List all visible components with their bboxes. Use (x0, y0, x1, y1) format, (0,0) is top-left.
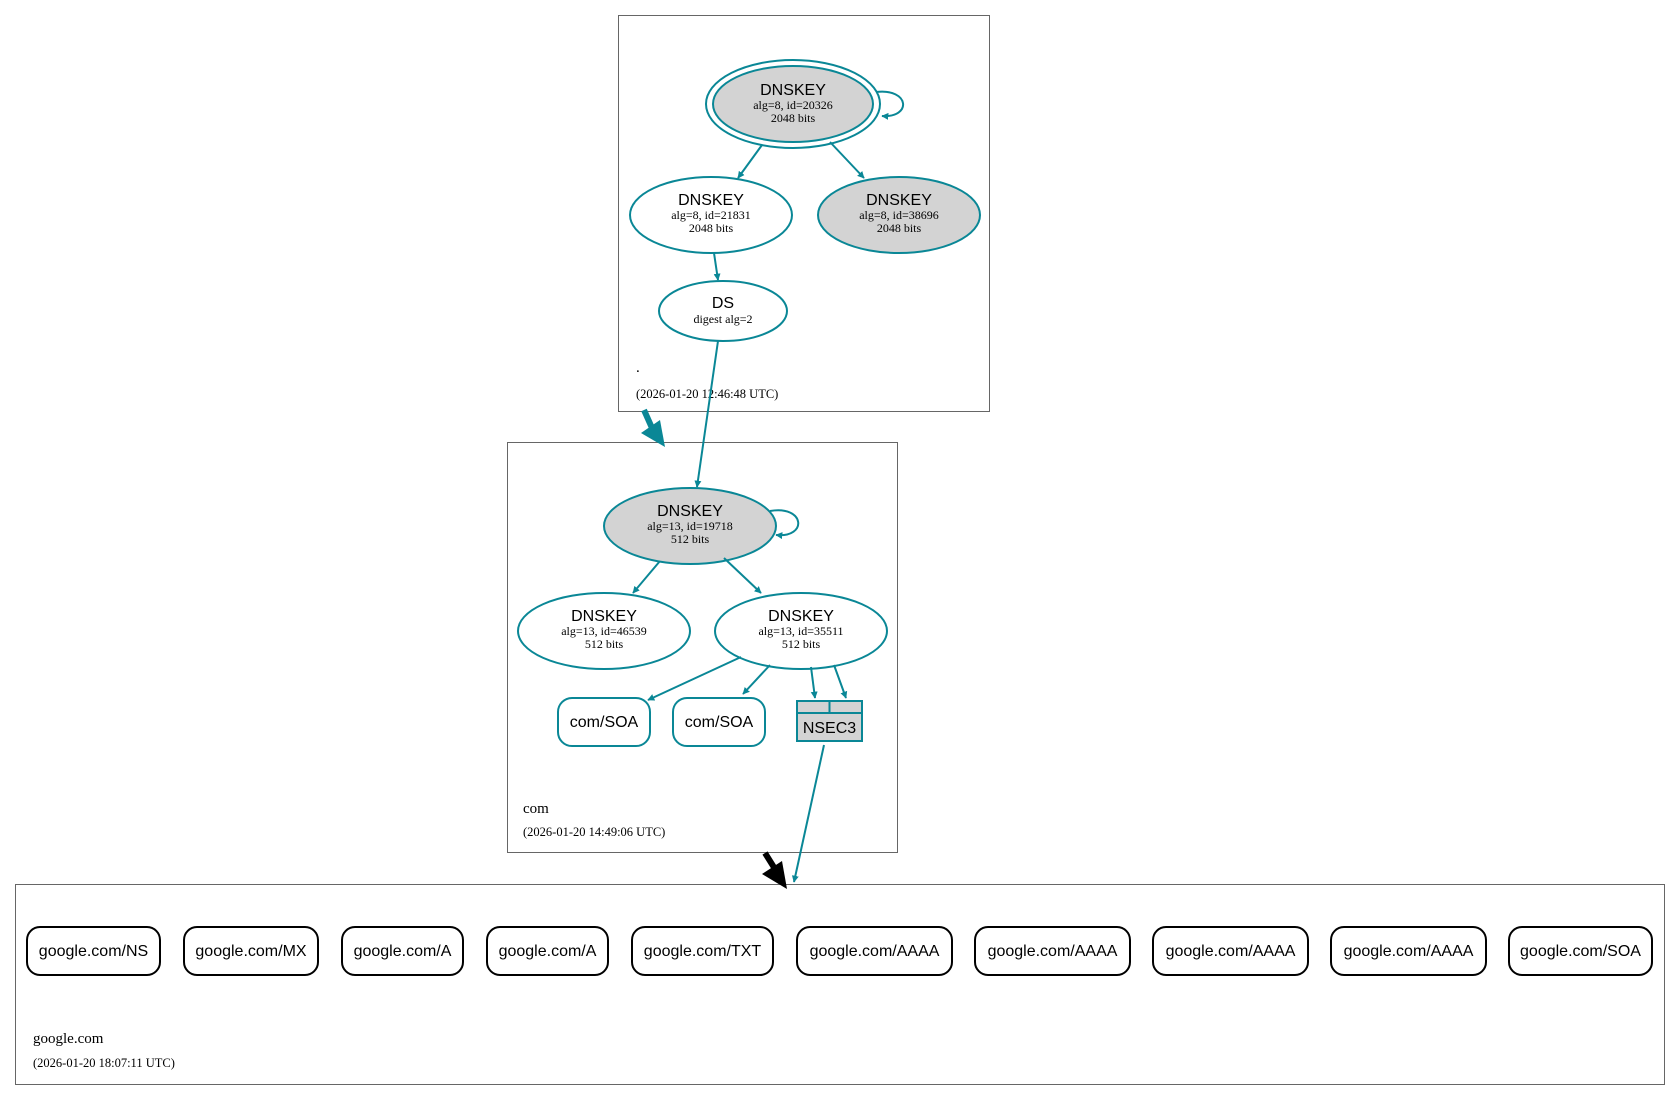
google-rrset-ns[interactable]: google.com/NS (26, 926, 161, 976)
com-soa1-node[interactable]: com/SOA (557, 697, 651, 747)
root-zsk1-line1: alg=8, id=21831 (671, 208, 751, 222)
google-rrset-soa[interactable]: google.com/SOA (1508, 926, 1653, 976)
root-to-com-delegation-arrow (641, 408, 665, 447)
com-zsk2-to-soa1-edge (647, 656, 742, 701)
root-zone-name: . (636, 360, 640, 376)
com-zsk2-to-nsec3-edge-1 (810, 666, 818, 699)
google-rrset-mx[interactable]: google.com/MX (183, 926, 319, 976)
root-zsk1-node[interactable]: DNSKEY alg=8, id=21831 2048 bits (629, 176, 793, 254)
google-rrset-mx-label: google.com/MX (195, 943, 306, 960)
root-zsk1-to-ds-edge (713, 252, 721, 281)
root-zsk1-line2: 2048 bits (689, 221, 734, 235)
root-ds-title: DS (712, 295, 734, 312)
com-nsec3-label: NSEC3 (803, 720, 856, 737)
root-zsk2-line1: alg=8, id=38696 (859, 208, 939, 222)
com-zsk1-title: DNSKEY (571, 608, 637, 625)
root-zone-timestamp: (2026-01-20 12:46:48 UTC) (636, 387, 778, 401)
com-zone-timestamp: (2026-01-20 14:49:06 UTC) (523, 825, 665, 839)
zone-google-box (15, 884, 1665, 1085)
google-rrset-a-1-label: google.com/A (354, 943, 452, 960)
root-ksk-node[interactable]: DNSKEY alg=8, id=20326 2048 bits (705, 59, 881, 149)
com-to-google-delegation-arrow (762, 851, 787, 889)
google-rrset-aaaa-2[interactable]: google.com/AAAA (974, 926, 1131, 976)
com-nsec3-node[interactable]: NSEC3 (796, 700, 863, 742)
com-nsec3-to-google-edge (791, 744, 825, 883)
google-rrset-aaaa-3-label: google.com/AAAA (1166, 943, 1296, 960)
com-zone-name: com (523, 801, 549, 817)
google-rrset-txt-label: google.com/TXT (644, 943, 762, 960)
root-zsk2-node[interactable]: DNSKEY alg=8, id=38696 2048 bits (817, 176, 981, 254)
root-ksk-line1: alg=8, id=20326 (753, 98, 833, 112)
root-ksk-line2: 2048 bits (771, 111, 816, 125)
google-rrset-aaaa-2-label: google.com/AAAA (988, 943, 1118, 960)
root-zsk1-title: DNSKEY (678, 192, 744, 209)
com-zsk2-line1: alg=13, id=35511 (758, 624, 843, 638)
com-ksk-title: DNSKEY (657, 503, 723, 520)
com-ksk-line2: 512 bits (671, 532, 710, 546)
root-ksk-to-zsk2-edge (829, 141, 865, 179)
google-rrset-a-2[interactable]: google.com/A (486, 926, 609, 976)
google-rrset-soa-label: google.com/SOA (1520, 943, 1641, 960)
root-ksk-title: DNSKEY (760, 82, 826, 99)
google-rrset-aaaa-1[interactable]: google.com/AAAA (796, 926, 953, 976)
com-zsk2-line2: 512 bits (782, 637, 821, 651)
root-ds-node[interactable]: DS digest alg=2 (658, 280, 788, 342)
com-zsk2-node[interactable]: DNSKEY alg=13, id=35511 512 bits (714, 592, 888, 670)
root-zsk2-line2: 2048 bits (877, 221, 922, 235)
root-ksk-to-zsk1-edge (737, 144, 763, 179)
com-soa1-label: com/SOA (570, 714, 639, 731)
com-zsk2-to-soa2-edge (742, 664, 771, 695)
google-zone-name: google.com (33, 1031, 104, 1047)
google-rrset-aaaa-3[interactable]: google.com/AAAA (1152, 926, 1309, 976)
root-zsk2-title: DNSKEY (866, 192, 932, 209)
google-rrset-aaaa-4[interactable]: google.com/AAAA (1330, 926, 1487, 976)
google-rrset-a-2-label: google.com/A (499, 943, 597, 960)
root-ksk-self-loop (875, 90, 904, 120)
google-rrset-aaaa-4-label: google.com/AAAA (1344, 943, 1474, 960)
com-soa2-label: com/SOA (685, 714, 754, 731)
com-zsk1-line1: alg=13, id=46539 (561, 624, 647, 638)
com-ksk-self-loop (769, 509, 800, 540)
root-ds-to-com-ksk-edge (694, 340, 719, 488)
google-rrset-ns-label: google.com/NS (39, 943, 148, 960)
com-ksk-line1: alg=13, id=19718 (647, 519, 733, 533)
com-soa2-node[interactable]: com/SOA (672, 697, 766, 747)
com-ksk-node[interactable]: DNSKEY alg=13, id=19718 512 bits (603, 487, 777, 565)
root-ds-line1: digest alg=2 (693, 312, 752, 326)
google-zone-timestamp: (2026-01-20 18:07:11 UTC) (33, 1056, 175, 1070)
com-zsk1-line2: 512 bits (585, 637, 624, 651)
google-rrset-aaaa-1-label: google.com/AAAA (810, 943, 940, 960)
com-zsk2-title: DNSKEY (768, 608, 834, 625)
com-ksk-to-zsk2-edge (723, 557, 762, 594)
com-zsk2-to-nsec3-edge-2 (833, 664, 848, 699)
google-rrset-txt[interactable]: google.com/TXT (631, 926, 774, 976)
google-rrset-a-1[interactable]: google.com/A (341, 926, 464, 976)
com-ksk-to-zsk1-edge (632, 560, 661, 594)
com-zsk1-node[interactable]: DNSKEY alg=13, id=46539 512 bits (517, 592, 691, 670)
